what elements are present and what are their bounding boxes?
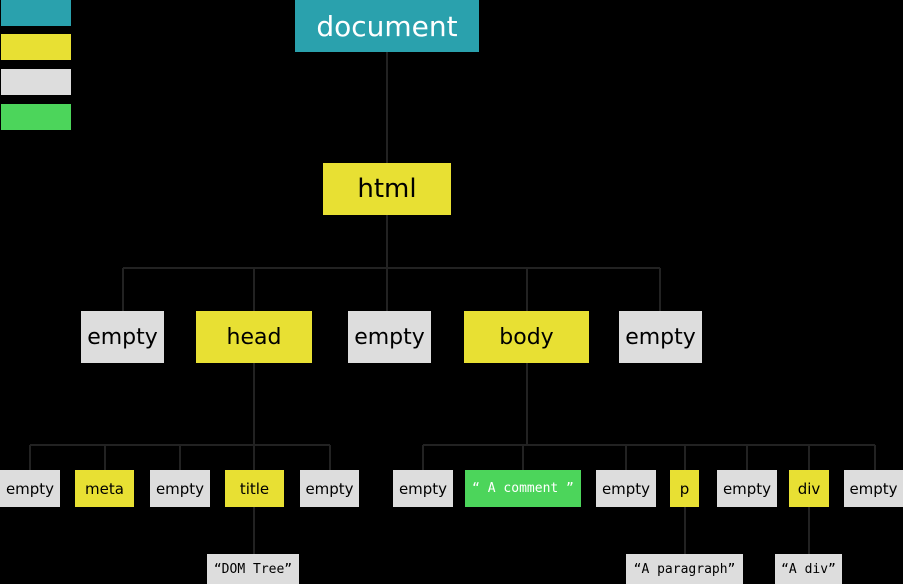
head-child-empty-1: empty [0,470,60,507]
comment-node: “ A comment ” [465,470,581,507]
p-text-node: “A paragraph” [626,554,743,584]
legend-swatch-comment [1,104,71,130]
div-text-node: “A div” [775,554,842,584]
head-node: head [196,311,312,363]
head-child-empty-3: empty [300,470,359,507]
head-child-empty-2: empty [150,470,210,507]
legend-swatch-text [1,69,71,95]
title-text-node: “DOM Tree” [207,554,299,584]
body-child-empty-2: empty [596,470,656,507]
legend-swatch-element [1,34,71,60]
document-node: document [295,0,479,52]
html-node: html [323,163,451,215]
html-child-empty-1: empty [81,311,164,363]
body-child-empty-4: empty [844,470,903,507]
html-child-empty-3: empty [619,311,702,363]
p-node: p [670,470,699,507]
body-child-empty-3: empty [717,470,777,507]
body-child-empty-1: empty [393,470,453,507]
body-node: body [464,311,589,363]
meta-node: meta [75,470,134,507]
legend-swatch-document [1,0,71,26]
div-node: div [789,470,829,507]
title-node: title [225,470,284,507]
html-child-empty-2: empty [348,311,431,363]
